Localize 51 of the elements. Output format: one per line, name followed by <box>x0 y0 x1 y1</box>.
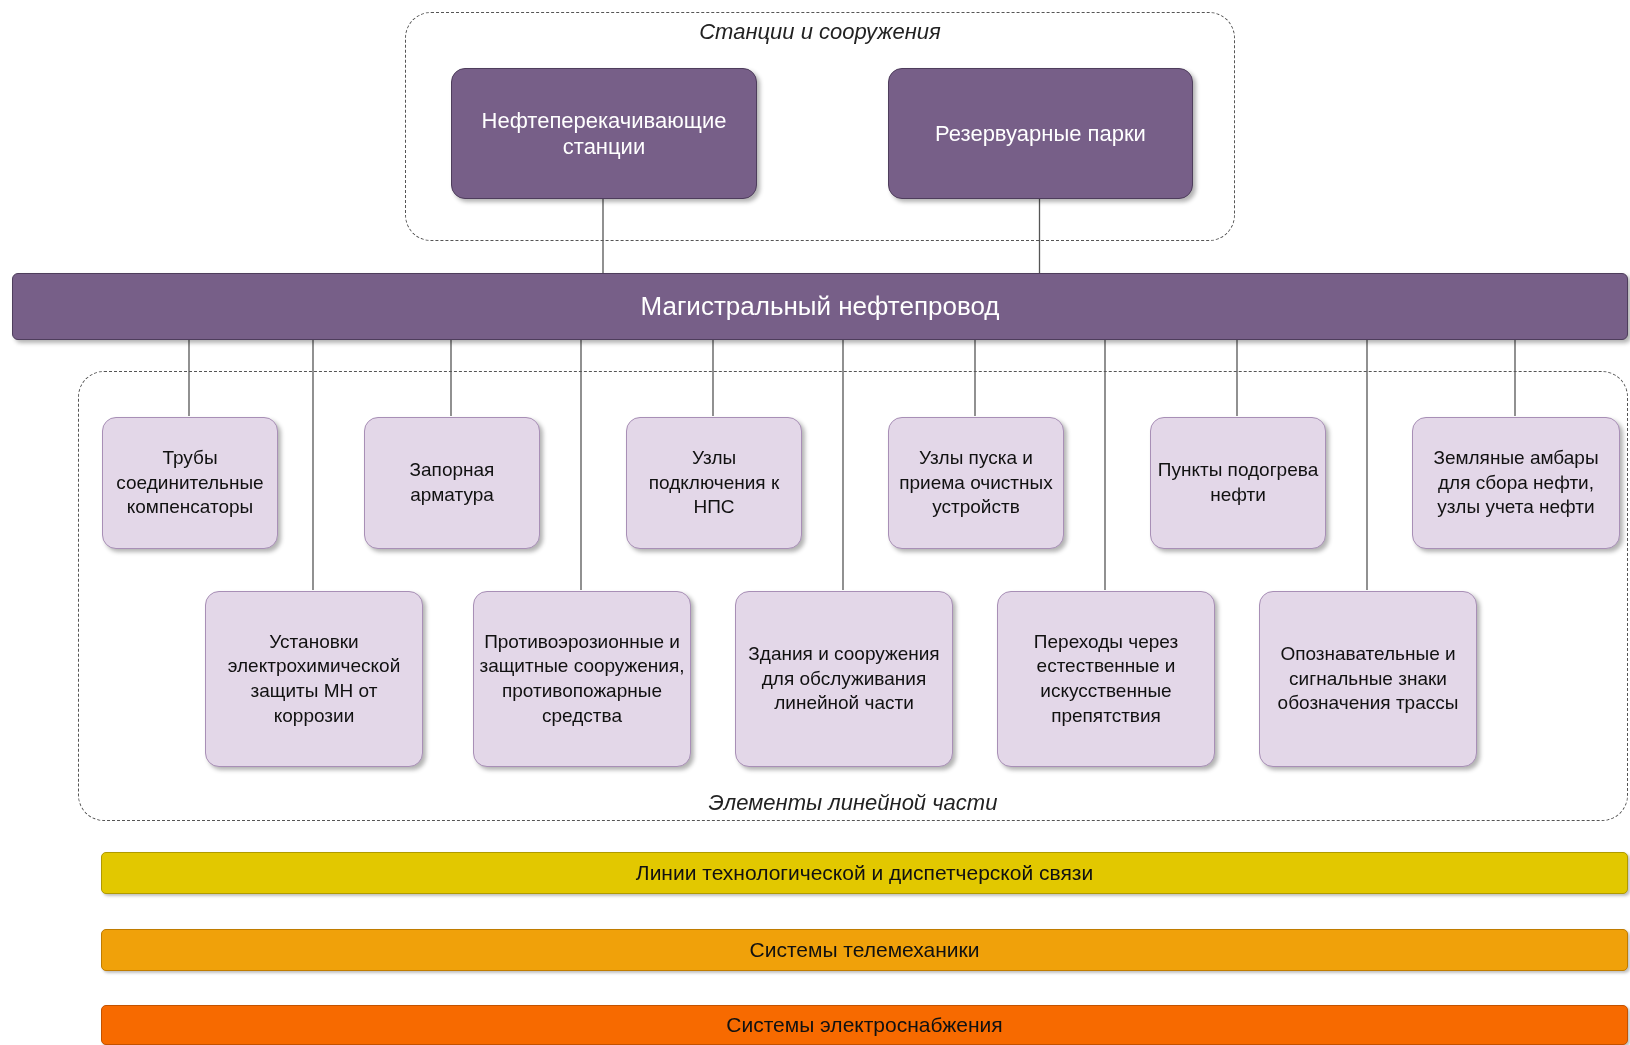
connector-line <box>1514 339 1516 417</box>
group-label: Станции и сооружения <box>698 19 942 45</box>
box-label: Пункты подогрева нефти <box>1156 458 1320 507</box>
system-bar <box>101 852 1628 894</box>
connector-line <box>974 339 976 417</box>
connector-line <box>188 339 190 417</box>
connector-line <box>450 339 452 417</box>
element-box <box>205 591 423 767</box>
box-label: Узлы пуска и приема очистных устройств <box>898 445 1054 520</box>
box-label: Переходы через естественные и искусственные препятствия <box>1032 629 1180 728</box>
element-box <box>735 591 953 767</box>
element-box <box>102 417 278 549</box>
box-label: Системы электроснабжения <box>726 1013 1003 1037</box>
station-box <box>451 68 757 199</box>
box-label: Противоэрозионные и защитные сооружения, противопожарные средства <box>478 629 686 728</box>
connector-line <box>1236 339 1238 417</box>
system-bar <box>101 929 1628 971</box>
element-box <box>1150 417 1326 549</box>
connector-line <box>1104 339 1106 591</box>
element-box <box>888 417 1064 549</box>
connector-line <box>842 339 844 591</box>
connector-line <box>1366 339 1368 591</box>
connector-line <box>580 339 582 591</box>
group-label: Элементы линейной части <box>707 790 999 816</box>
element-box <box>997 591 1215 767</box>
box-label: Установки электрохимической защиты МН от коррозии <box>226 629 402 728</box>
box-label: Системы телемеханики <box>749 938 980 962</box>
box-label: Трубы соединительные компенсаторы <box>115 445 265 520</box>
box-label: Здания и сооружения для обслуживания линейной части <box>747 641 941 716</box>
station-box <box>888 68 1193 199</box>
element-box <box>1412 417 1620 549</box>
group-frame <box>405 12 1235 241</box>
connector-line <box>712 339 714 417</box>
connector-line <box>312 339 314 591</box>
group-frame <box>78 371 1628 821</box>
box-label: Резервуарные парки <box>935 120 1146 147</box>
box-label: Земляные амбары для сбора нефти, узлы учета нефти <box>1432 445 1600 520</box>
connector-line <box>602 197 604 274</box>
connector-line <box>1038 197 1041 274</box>
box-label: Опознавательные и сигнальные знаки обозначения трассы <box>1276 641 1460 716</box>
element-box <box>1259 591 1477 767</box>
system-bar <box>101 1005 1628 1045</box>
element-box <box>626 417 802 549</box>
box-label: Запорная арматура <box>408 458 496 507</box>
box-label: Линии технологической и диспетчерской связи <box>635 861 1094 885</box>
pipeline-bar <box>12 273 1628 340</box>
box-label: Узлы подключения к НПС <box>647 445 781 520</box>
element-box <box>364 417 540 549</box>
box-label: Магистральный нефтепровод <box>640 291 1000 322</box>
element-box <box>473 591 691 767</box>
box-label: Нефтеперекачивающие станции <box>480 107 728 160</box>
